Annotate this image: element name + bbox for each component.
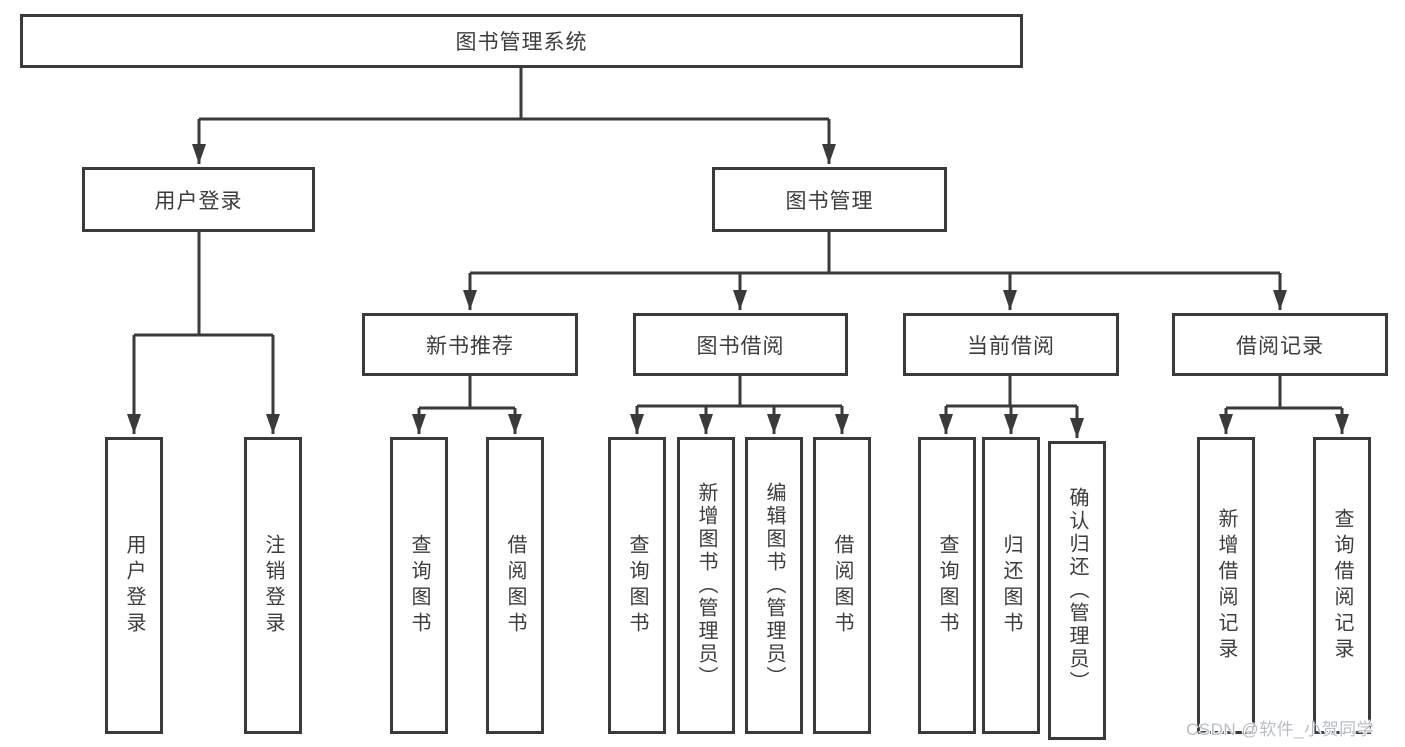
node-leaf-br-query-record: 查询借阅记录 — [1313, 437, 1371, 734]
node-leaf-cb-return-book-label: 归还图书 — [1000, 533, 1022, 638]
node-leaf-user-login-label: 用户登录 — [123, 533, 145, 638]
csdn-watermark: CSDN @软件_小贺同学 — [1186, 720, 1375, 739]
node-leaf-nb-query-book: 查询图书 — [390, 437, 448, 734]
node-leaf-br-query-record-label: 查询借阅记录 — [1331, 507, 1353, 664]
node-root-label: 图书管理系统 — [455, 31, 588, 54]
node-leaf-nb-borrow-book-label: 借阅图书 — [504, 533, 526, 638]
node-leaf-bb-query-book: 查询图书 — [608, 437, 666, 734]
node-leaf-user-login: 用户登录 — [105, 437, 163, 734]
node-borrow-record: 借阅记录 — [1172, 313, 1388, 376]
node-user-login-label: 用户登录 — [154, 189, 243, 213]
node-leaf-br-add-record: 新增借阅记录 — [1197, 437, 1255, 734]
node-current-borrow-label: 当前借阅 — [967, 334, 1055, 358]
node-book-borrow: 图书借阅 — [633, 313, 848, 376]
node-leaf-cb-confirm-return: 确认归还（管理员） — [1048, 441, 1106, 740]
node-leaf-bb-borrow-book-label: 借阅图书 — [831, 533, 853, 638]
node-leaf-nb-borrow-book: 借阅图书 — [486, 437, 544, 734]
node-book-management: 图书管理 — [712, 167, 947, 232]
node-current-borrow: 当前借阅 — [903, 313, 1119, 376]
node-leaf-bb-borrow-book: 借阅图书 — [813, 437, 871, 734]
node-leaf-bb-edit-book: 编辑图书（管理员） — [745, 437, 803, 734]
node-new-book-recommend: 新书推荐 — [362, 313, 578, 376]
node-user-login: 用户登录 — [82, 167, 315, 232]
node-leaf-cb-query-book-label: 查询图书 — [936, 533, 958, 638]
node-leaf-logout: 注销登录 — [244, 437, 302, 734]
node-leaf-cb-confirm-return-label: 确认归还（管理员） — [1066, 487, 1088, 694]
node-leaf-logout-label: 注销登录 — [262, 533, 284, 638]
node-leaf-cb-return-book: 归还图书 — [982, 437, 1040, 734]
node-new-book-recommend-label: 新书推荐 — [426, 334, 514, 358]
node-book-borrow-label: 图书借阅 — [696, 334, 785, 358]
node-leaf-cb-query-book: 查询图书 — [918, 437, 976, 734]
node-leaf-bb-add-book-label: 新增图书（管理员） — [695, 482, 717, 689]
node-leaf-nb-query-book-label: 查询图书 — [408, 533, 430, 638]
node-borrow-record-label: 借阅记录 — [1236, 334, 1324, 358]
node-leaf-br-add-record-label: 新增借阅记录 — [1215, 507, 1237, 664]
node-leaf-bb-add-book: 新增图书（管理员） — [677, 437, 735, 734]
node-root: 图书管理系统 — [20, 14, 1023, 68]
node-leaf-bb-edit-book-label: 编辑图书（管理员） — [763, 482, 785, 689]
node-book-management-label: 图书管理 — [785, 189, 874, 213]
node-leaf-bb-query-book-label: 查询图书 — [626, 533, 648, 638]
